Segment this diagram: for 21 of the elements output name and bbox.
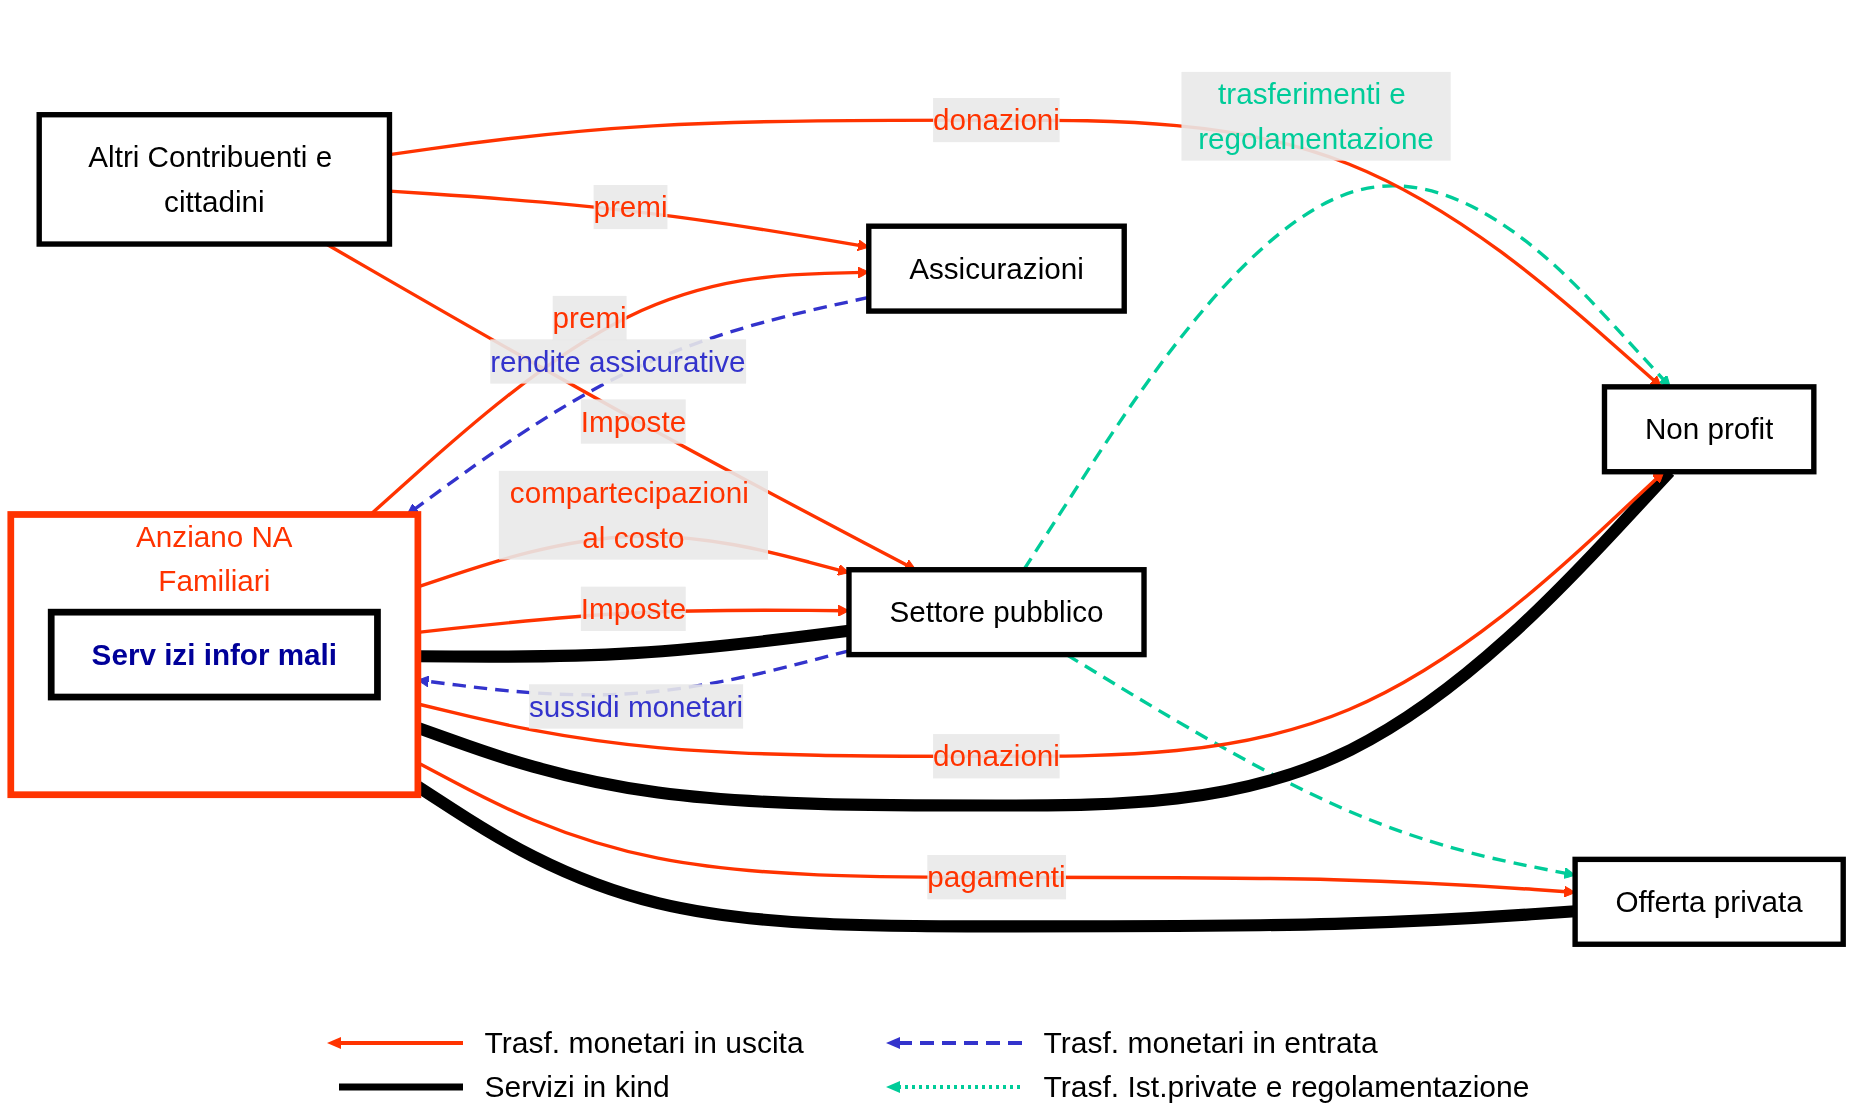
edge-label: rendite assicurative: [490, 344, 746, 379]
node-box: Assicurazioni: [866, 223, 1127, 314]
node-box: Altri Contribuenti e cittadini: [36, 112, 393, 247]
node-box: Non profit: [1601, 384, 1817, 475]
edge-label: Imposte: [580, 591, 687, 626]
legend-label: Trasf. monetari in uscita: [484, 1026, 804, 1060]
legend-label: Trasf. monetari in entrata: [1043, 1026, 1378, 1060]
edge-label: compartecipazioni al costo: [509, 476, 749, 555]
edge-label: premi: [552, 301, 627, 335]
node-box: Settore pubblico: [846, 567, 1147, 658]
edge-label: Imposte: [580, 404, 687, 439]
edge-label: pagamenti: [927, 860, 1066, 895]
edge-label: trasferimenti e regolamentazione: [1198, 77, 1434, 156]
edge-label: donazioni: [933, 739, 1060, 774]
legend-label: Trasf. Ist.private e regolamentazione: [1043, 1070, 1530, 1104]
node-box: Offerta privata: [1572, 856, 1846, 947]
legend-label: Servizi in kind: [484, 1070, 670, 1104]
node-box: Serv izi infor mali: [47, 608, 381, 701]
edge-label: premi: [593, 190, 668, 224]
edge-label: donazioni: [933, 103, 1060, 137]
edge-label: sussidi monetari: [529, 689, 744, 724]
